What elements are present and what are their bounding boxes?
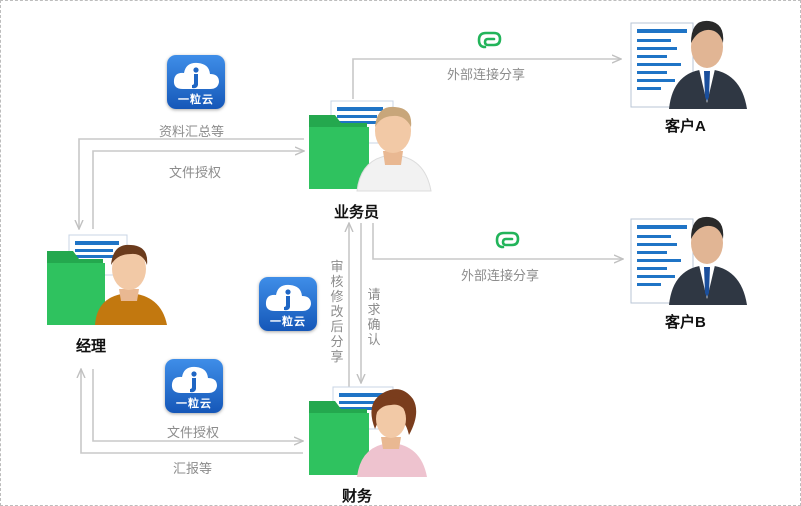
yiliyun-logo-badge: 一粒云 [259,277,317,331]
cloud-i-logo-icon [173,62,219,89]
brand-name: 一粒云 [176,398,212,410]
manager-label: 经理 [76,338,107,355]
edge-label-report: 汇报等 [173,461,213,476]
brand-name: 一粒云 [178,94,214,106]
edge-share-a-line [352,59,621,99]
edge-label-review-share: 审核修改后分享 [330,259,344,364]
client-a-label: 客户A [665,118,706,135]
brand-name: 一粒云 [270,316,306,328]
edge-label-auth-bottom: 文件授权 [167,425,220,440]
salesperson-label: 业务员 [334,204,380,221]
edge-label-share-a: 外部连接分享 [447,67,526,82]
edge-auth-top-line [92,151,304,229]
manager-avatar-icon [47,234,167,325]
edge-label-auth-top: 文件授权 [169,165,222,180]
edge-label-share-b: 外部连接分享 [461,268,540,283]
edge-label-request-confirm: 请求确认 [367,287,381,347]
edge-report-line [81,369,303,454]
cloud-i-logo-icon [171,366,217,393]
edge-auth-bottom-line [92,369,303,441]
edge-share-b-line [372,223,623,259]
yiliyun-logo-badge: 一粒云 [167,55,225,109]
client-a-avatar-icon [630,20,747,109]
client-b-avatar-icon [630,216,747,305]
link-clip-icon [477,31,502,49]
edge-label-summary: 资料汇总等 [159,124,225,139]
cloud-i-logo-icon [265,284,311,311]
finance-label: 财务 [342,488,373,505]
yiliyun-logo-badge: 一粒云 [165,359,223,413]
edge-summary-line [79,138,304,229]
salesperson-avatar-icon [309,100,432,192]
client-b-label: 客户B [665,314,706,331]
finance-avatar-icon [309,386,427,477]
link-clip-icon [495,231,520,249]
